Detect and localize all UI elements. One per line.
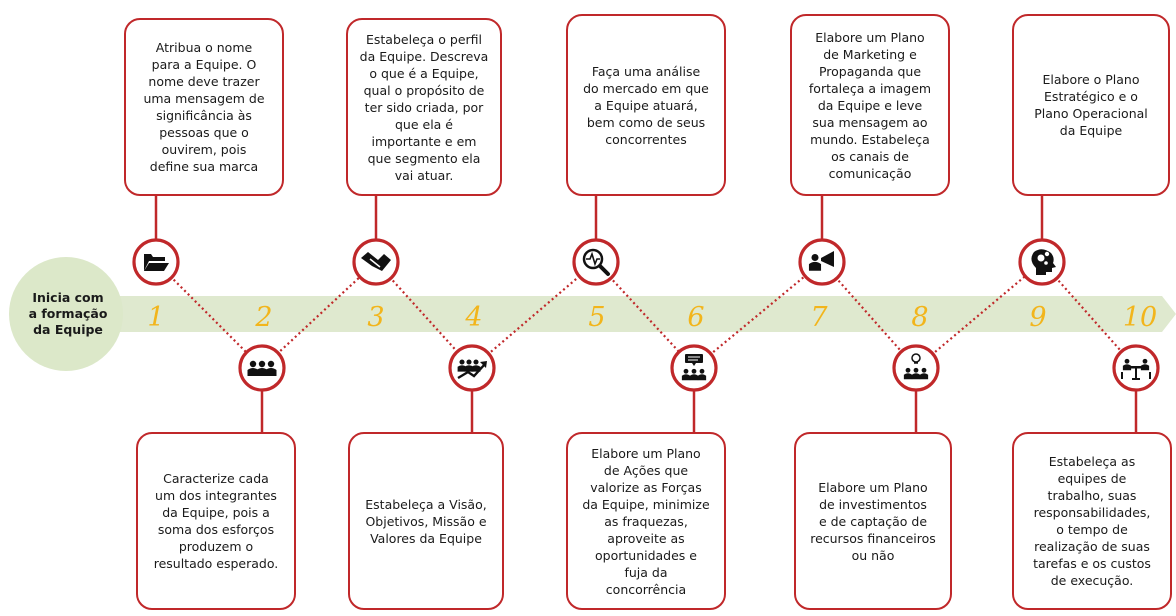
team-growth-icon <box>448 344 496 392</box>
step-card-3: Estabeleça o perfil da Equipe. Descreva … <box>346 18 502 196</box>
step-card-9: Elabore o Plano Estratégico e o Plano Op… <box>1012 14 1170 196</box>
step-card-1: Atribua o nome para a Equipe. O nome dev… <box>124 18 284 196</box>
step-text-10: Estabeleça as equipes de trabalho, suas … <box>1033 454 1151 588</box>
step-number-3: 3 <box>367 302 385 333</box>
step-text-8: Elabore um Plano de investimentos e de c… <box>810 479 936 563</box>
dotted-connector-3 <box>375 261 473 369</box>
meeting-table-icon <box>1112 344 1160 392</box>
dotted-connector-9 <box>1041 261 1137 369</box>
step-number-5: 5 <box>588 302 606 333</box>
step-text-7: Elabore um Plano de Marketing e Propagan… <box>808 29 932 181</box>
step-number-2: 2 <box>255 302 273 333</box>
step-number-7: 7 <box>810 302 828 333</box>
step-text-9: Elabore o Plano Estratégico e o Plano Op… <box>1034 72 1148 138</box>
start-label: Inicia com a formação da Equipe <box>28 290 108 337</box>
megaphone-icon <box>798 238 846 286</box>
step-card-7: Elabore um Plano de Marketing e Propagan… <box>790 14 950 196</box>
step-text-1: Atribua o nome para a Equipe. O nome dev… <box>143 40 265 174</box>
dotted-connector-5 <box>595 261 695 369</box>
dotted-connector-7 <box>821 261 917 369</box>
dotted-connector-2 <box>261 261 377 369</box>
team-members-icon <box>238 344 286 392</box>
step-number-1: 1 <box>147 302 165 333</box>
step-number-4: 4 <box>465 302 483 333</box>
strategy-head-icon <box>1018 238 1066 286</box>
market-analysis-icon <box>572 238 620 286</box>
step-card-4: Estabeleça a Visão, Objetivos, Missão e … <box>348 432 504 610</box>
group-discussion-icon <box>670 344 718 392</box>
timeline-band <box>60 296 1176 332</box>
step-text-6: Elabore um Plano de Ações que valorize a… <box>582 445 710 597</box>
step-text-2: Caracterize cada um dos integrantes da E… <box>153 471 279 571</box>
handshake-icon <box>352 238 400 286</box>
step-card-10: Estabeleça as equipes de trabalho, suas … <box>1012 432 1172 610</box>
idea-team-icon <box>892 344 940 392</box>
step-number-8: 8 <box>911 302 929 333</box>
step-number-10: 10 <box>1122 302 1158 333</box>
dotted-connector-4 <box>471 261 597 369</box>
step-number-6: 6 <box>687 302 705 333</box>
folder-icon <box>132 238 180 286</box>
step-card-6: Elabore um Plano de Ações que valorize a… <box>566 432 726 610</box>
step-card-8: Elabore um Plano de investimentos e de c… <box>794 432 952 610</box>
start-circle <box>9 257 123 371</box>
step-text-4: Estabeleça a Visão, Objetivos, Missão e … <box>365 496 487 546</box>
step-text-5: Faça uma análise do mercado em que a Equ… <box>583 63 709 147</box>
step-number-9: 9 <box>1029 302 1047 333</box>
step-text-3: Estabeleça o perfil da Equipe. Descreva … <box>359 31 489 183</box>
step-card-2: Caracterize cada um dos integrantes da E… <box>136 432 296 610</box>
step-card-5: Faça uma análise do mercado em que a Equ… <box>566 14 726 196</box>
